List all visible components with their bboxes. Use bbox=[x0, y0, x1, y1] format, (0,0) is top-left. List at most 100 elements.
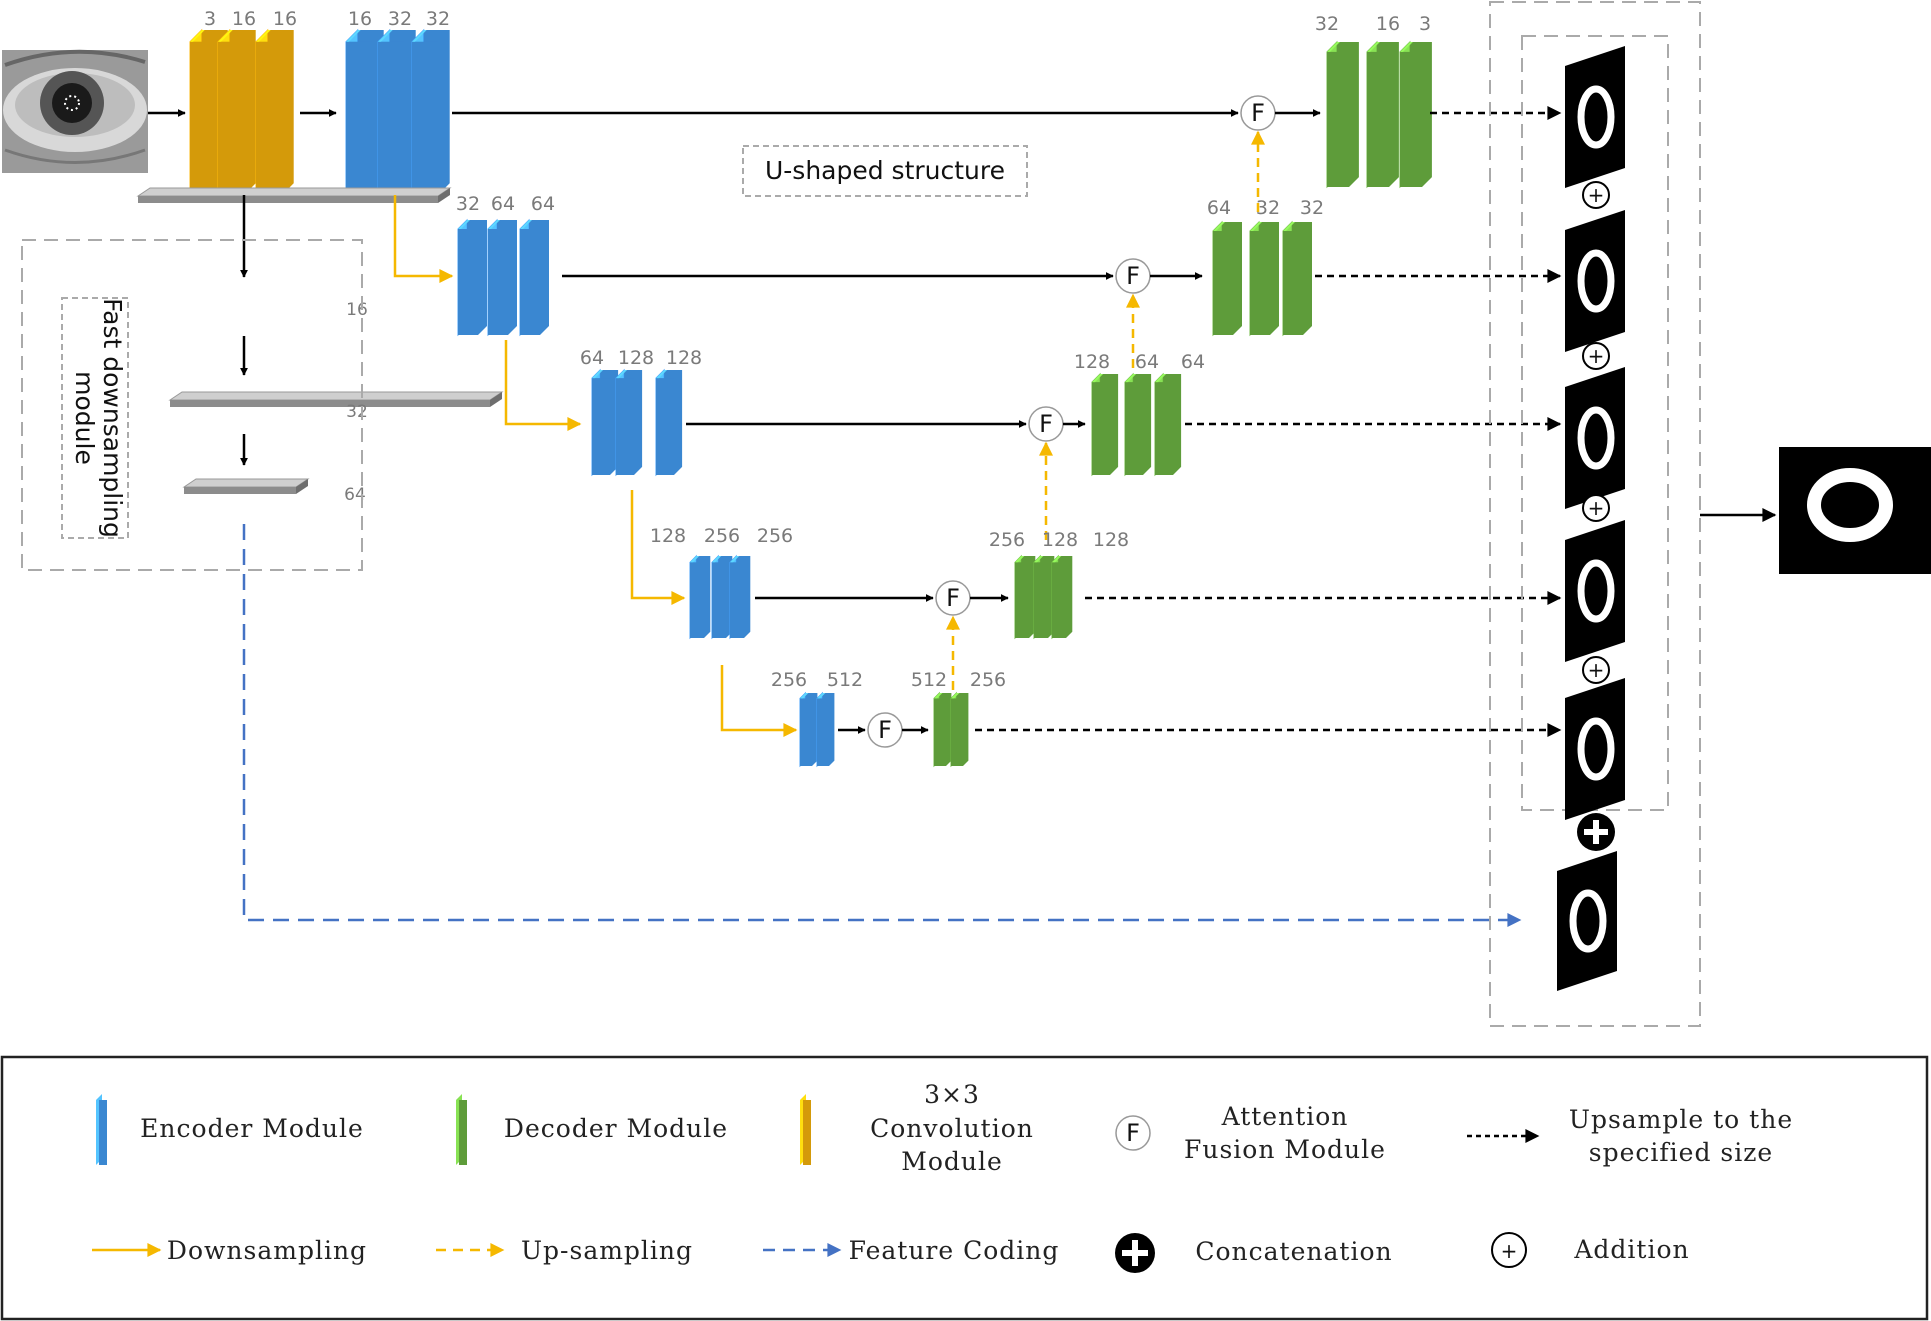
mask-3-ring bbox=[1577, 406, 1615, 470]
decoder-5-slab-0-edge bbox=[934, 693, 943, 699]
enc1-ch-label-0: 16 bbox=[348, 8, 372, 30]
legend-attention-icon-label: F bbox=[1126, 1119, 1140, 1147]
fast-ch-label-0: 16 bbox=[346, 300, 368, 320]
fast-down-block-2 bbox=[182, 478, 310, 494]
decoder-2-slab-1-front bbox=[1250, 231, 1270, 335]
decoder-4-slab-1-edge bbox=[1034, 556, 1044, 563]
encoder-3-slab-0-edge bbox=[592, 370, 604, 379]
addition-node-3-symbol: + bbox=[1588, 658, 1605, 682]
enc4-ch-label-0: 128 bbox=[650, 525, 686, 547]
decoder-2-slab-1-edge bbox=[1250, 222, 1262, 231]
encoder-2-slab-0-front bbox=[458, 229, 478, 335]
encoder-4-slab-0 bbox=[689, 554, 711, 640]
encoder-4-slab-2-edge bbox=[730, 556, 740, 563]
fast-down-block-0-top bbox=[136, 187, 452, 197]
encoder-1-slab-0 bbox=[345, 28, 384, 197]
conv-module-slab-2 bbox=[255, 28, 294, 197]
mask-5-bg bbox=[1565, 678, 1625, 820]
legend-upsampling-label: Up-sampling bbox=[521, 1236, 693, 1265]
mask-1 bbox=[1565, 46, 1625, 188]
fast-down-block-1-top bbox=[168, 391, 504, 401]
decoder-3-slab-0-edge bbox=[1092, 374, 1104, 383]
fast-down-block-2-top bbox=[182, 478, 310, 488]
legend-feature-coding-label: Feature Coding bbox=[849, 1236, 1060, 1265]
encoder-3-slab-1 bbox=[615, 368, 643, 477]
enc2-ch-label-0: 32 bbox=[456, 193, 480, 215]
legend-encoder-label: Encoder Module bbox=[140, 1114, 364, 1143]
decoder-1-slab-2-edge bbox=[1400, 42, 1413, 52]
legend-attention-label-1: Attention bbox=[1221, 1102, 1349, 1131]
enc3-ch-label-0: 64 bbox=[580, 347, 604, 369]
decoder-4-slab-2-edge bbox=[1052, 556, 1062, 563]
mask-1-bg bbox=[1565, 46, 1625, 188]
fast-ch-label-1: 32 bbox=[346, 402, 368, 422]
decoder-5-slab-0 bbox=[933, 691, 952, 768]
legend-conv-icon-face bbox=[803, 1100, 811, 1165]
encoder-1-slab-0-edge bbox=[346, 30, 361, 42]
enc3-ch-label-1: 128 bbox=[618, 347, 654, 369]
legend-box bbox=[0, 1055, 1929, 1321]
fast-downsampling-box bbox=[21, 239, 363, 571]
decoder-4-slab-1 bbox=[1033, 554, 1055, 640]
feature-blocks-layer bbox=[136, 28, 1432, 768]
mask-5-ring bbox=[1577, 717, 1615, 781]
legend-conv-label-2: Convolution bbox=[870, 1114, 1034, 1143]
dec2-ch-label-1: 32 bbox=[1256, 197, 1280, 219]
downsample-3-4 bbox=[630, 490, 686, 605]
encoder-2-slab-2-front bbox=[520, 229, 540, 335]
dec4-ch-label-0: 256 bbox=[989, 529, 1025, 551]
fast-down-block-0 bbox=[136, 187, 452, 203]
encoder-5-slab-1-edge bbox=[817, 693, 826, 699]
legend-attention-icon bbox=[1115, 1115, 1151, 1151]
encoder-3-slab-2-front bbox=[656, 378, 674, 475]
dec2-ch-label-0: 64 bbox=[1207, 197, 1231, 219]
addition-node-0 bbox=[1582, 181, 1610, 209]
downsample-1-2 bbox=[393, 195, 454, 283]
encoder-4-slab-1-front bbox=[712, 562, 726, 638]
fast-down-block-1 bbox=[168, 391, 504, 407]
input-eye-image bbox=[2, 49, 148, 173]
encoder-3-slab-0 bbox=[591, 368, 619, 477]
conv-ch-label-1: 16 bbox=[232, 8, 256, 30]
legend-encoder-icon-face bbox=[99, 1100, 107, 1165]
dec5-ch-label-0: 512 bbox=[911, 669, 947, 691]
enc5-ch-label-0: 256 bbox=[771, 669, 807, 691]
encoder-5-slab-1-front bbox=[817, 698, 829, 766]
mask-3 bbox=[1565, 367, 1625, 509]
conv-module-slab-2-edge bbox=[256, 30, 271, 42]
fast-down-block-0-side bbox=[438, 188, 450, 203]
enc5-ch-label-1: 512 bbox=[827, 669, 863, 691]
decoder-5-slab-0-front bbox=[934, 698, 946, 766]
fast-down-block-0-front bbox=[138, 196, 438, 203]
decoder-3-slab-1-front bbox=[1125, 382, 1143, 475]
fusion-node-1-label: F bbox=[1251, 99, 1265, 127]
encoder-1-slab-1-edge bbox=[378, 30, 393, 42]
legend-attention-label-2: Fusion Module bbox=[1184, 1135, 1386, 1164]
mask-4-ring bbox=[1577, 559, 1615, 623]
enc2-ch-label-2: 64 bbox=[531, 193, 555, 215]
decoder-1-slab-2-front bbox=[1400, 51, 1422, 188]
decoder-1-slab-1-edge bbox=[1367, 42, 1380, 52]
dec3-ch-label-0: 128 bbox=[1074, 351, 1110, 373]
encoder-4-slab-2 bbox=[729, 554, 751, 640]
addition-node-1-symbol: + bbox=[1588, 344, 1605, 368]
fusion-node-3-label: F bbox=[1039, 410, 1053, 438]
conv-ch-label-2: 16 bbox=[273, 8, 297, 30]
decoder-2-slab-0-edge bbox=[1213, 222, 1225, 231]
enc1-ch-label-2: 32 bbox=[426, 8, 450, 30]
mask-feature-ring bbox=[1569, 889, 1607, 953]
dec2-ch-label-2: 32 bbox=[1300, 197, 1324, 219]
dec3-ch-label-2: 64 bbox=[1181, 351, 1205, 373]
encoder-4-slab-0-edge bbox=[690, 556, 700, 563]
decoder-4-slab-0-front bbox=[1015, 562, 1029, 638]
output-masks-layer: ++++ bbox=[1557, 46, 1625, 991]
mask-4-bg bbox=[1565, 520, 1625, 662]
decoder-1-slab-1-front bbox=[1367, 51, 1389, 188]
mask-2 bbox=[1565, 210, 1625, 352]
decoder-1-slab-0-front bbox=[1327, 51, 1349, 188]
mask-4 bbox=[1565, 520, 1625, 662]
decoder-5-slab-1 bbox=[950, 691, 969, 768]
decoder-1-slab-0-edge bbox=[1327, 42, 1340, 52]
